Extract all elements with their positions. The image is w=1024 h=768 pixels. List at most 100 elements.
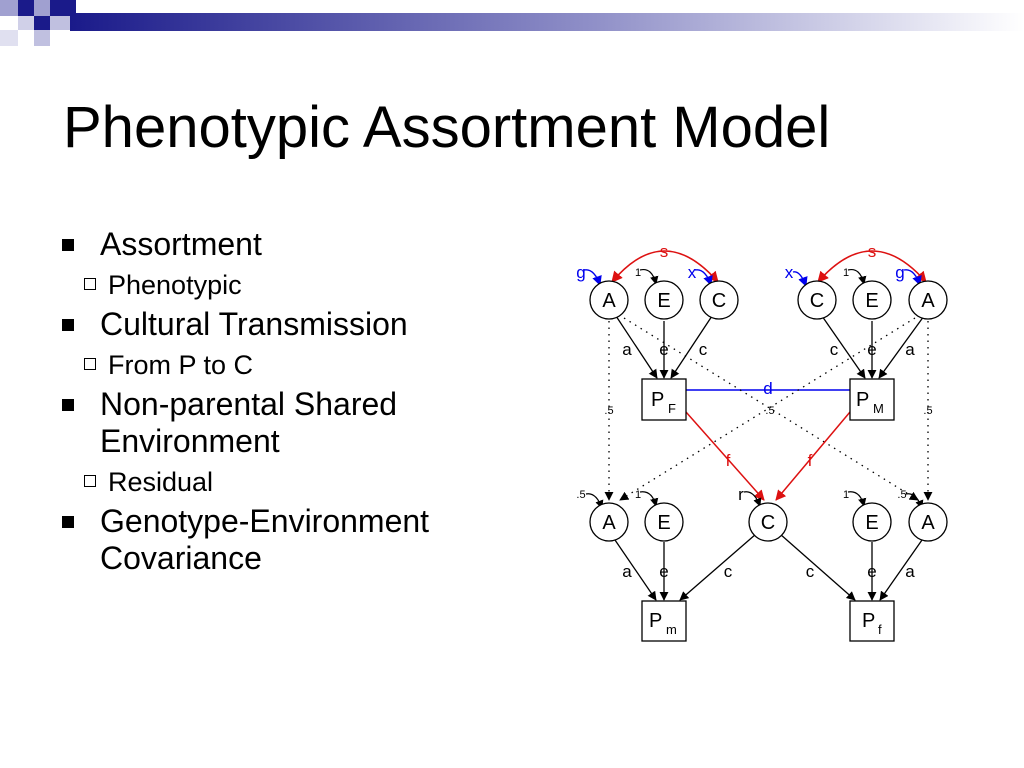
- variance-1-mother: [847, 268, 867, 285]
- node-e-child-m: E: [644, 502, 684, 542]
- label-half-child-m: .5: [576, 489, 585, 501]
- node-a-child-m: A: [589, 502, 629, 542]
- variance-r-child-c: [743, 491, 762, 507]
- phenotype-label: P: [649, 610, 662, 632]
- label-a-child-f: a: [905, 562, 915, 581]
- subbullet-text: Phenotypic: [108, 270, 242, 300]
- bullet-square-icon: [62, 399, 74, 411]
- phenotype-subscript: f: [878, 622, 882, 637]
- phenotype-label: P: [856, 389, 869, 411]
- label-s-mother: s: [868, 242, 877, 261]
- label-a-father: a: [622, 340, 632, 359]
- node-a-child-f: A: [908, 502, 948, 542]
- slide-header-decoration: [0, 0, 1024, 46]
- variance-1-child-m: [639, 491, 659, 507]
- bullet-cultural-transmission: Cultural Transmission: [62, 306, 532, 343]
- slide-title: Phenotypic Assortment Model: [63, 95, 831, 160]
- variance-1-child-f: [847, 491, 867, 507]
- node-a-mother: A: [908, 280, 948, 320]
- node-a-father: A: [589, 280, 629, 320]
- label-a-child-m: a: [622, 562, 632, 581]
- label-s-father: s: [660, 242, 669, 261]
- path-a-child-f: [879, 539, 923, 601]
- node-label: E: [657, 290, 670, 312]
- label-1-mother: 1: [843, 267, 849, 279]
- node-label: E: [865, 290, 878, 312]
- label-half-center: .5: [765, 405, 774, 417]
- bullet-text: Cultural Transmission: [100, 306, 408, 342]
- path-c-child-m: [679, 533, 757, 601]
- node-e-mother: E: [852, 280, 892, 320]
- label-a-mother: a: [905, 340, 915, 359]
- variance-1-father: [639, 268, 659, 285]
- subbullet-hollow-square-icon: [84, 358, 96, 370]
- label-r: r: [738, 485, 744, 504]
- label-half-child-f: .5: [897, 489, 906, 501]
- cultural-transmission-f-mother: [775, 411, 851, 501]
- label-c-child-f: c: [806, 562, 815, 581]
- variance-g-mother: [903, 269, 922, 286]
- bullet-text: Non-parental Shared Environment: [100, 386, 398, 459]
- subbullet-hollow-square-icon: [84, 278, 96, 290]
- bullet-text: Assortment: [100, 226, 262, 262]
- label-f-mother: f: [808, 451, 813, 470]
- node-label: E: [865, 512, 878, 534]
- variance-x-father: [694, 269, 713, 286]
- label-e-child-m: e: [659, 562, 668, 581]
- bullet-square-icon: [62, 239, 74, 251]
- label-e-father: e: [659, 340, 668, 359]
- label-e-child-f: e: [867, 562, 876, 581]
- phenotype-subscript: M: [873, 401, 884, 416]
- path-diagram: A E C C E A A E C E A P F P M P m P: [576, 242, 948, 642]
- bullet-square-icon: [62, 319, 74, 331]
- subbullet-residual: Residual: [62, 466, 532, 498]
- label-1-father: 1: [635, 267, 641, 279]
- subbullet-phenotypic: Phenotypic: [62, 269, 532, 301]
- subbullet-from-p-to-c: From P to C: [62, 349, 532, 381]
- path-a-father: [615, 315, 658, 379]
- bullet-non-parental-shared-environment: Non-parental Shared Environment: [62, 386, 532, 460]
- path-a-child-m: [614, 539, 657, 601]
- label-1-child-f: 1: [843, 489, 849, 501]
- variance-x-mother: [792, 271, 808, 287]
- phenotype-subscript: F: [668, 401, 676, 416]
- phenotype-label: P: [862, 610, 875, 632]
- label-half-left: .5: [604, 405, 613, 417]
- node-c-father: C: [699, 280, 739, 320]
- label-1-child-m: 1: [635, 489, 641, 501]
- node-e-child-f: E: [852, 502, 892, 542]
- label-x-mother: x: [785, 263, 794, 282]
- label-f-father: f: [726, 451, 731, 470]
- label-half-right: .5: [923, 405, 932, 417]
- assortment-path-mother: [817, 250, 927, 283]
- node-label: C: [810, 290, 824, 312]
- label-d: d: [763, 379, 772, 398]
- bullet-list: Assortment Phenotypic Cultural Transmiss…: [62, 226, 532, 577]
- label-c-child-m: c: [724, 562, 733, 581]
- label-e-mother: e: [867, 340, 876, 359]
- node-label: A: [921, 512, 935, 534]
- node-c-child-shared: C: [748, 502, 788, 542]
- node-e-father: E: [644, 280, 684, 320]
- phenotype-subscript: m: [666, 622, 677, 637]
- phenotype-label: P: [651, 389, 664, 411]
- subbullet-hollow-square-icon: [84, 475, 96, 487]
- phenotype-box-child-m: P m: [641, 600, 687, 642]
- node-label: A: [921, 290, 935, 312]
- label-x-father: x: [688, 263, 697, 282]
- variance-g-father: [583, 269, 602, 286]
- cultural-transmission-f-father: [685, 411, 765, 501]
- phenotype-box-child-f: P f: [849, 600, 895, 642]
- bullet-square-icon: [62, 516, 74, 528]
- label-g-mother: g: [895, 263, 904, 282]
- assortment-path-father: [611, 250, 719, 283]
- path-c-father: [670, 315, 713, 379]
- phenotype-box-mother: P M: [849, 378, 895, 421]
- node-label: C: [712, 290, 726, 312]
- path-c-child-f: [779, 533, 856, 601]
- node-c-mother: C: [797, 280, 837, 320]
- bullet-text: Genotype-Environment Covariance: [100, 503, 430, 576]
- subbullet-text: From P to C: [108, 350, 254, 380]
- bullet-genotype-environment-covariance: Genotype-Environment Covariance: [62, 503, 532, 577]
- path-a-mother: [878, 315, 925, 379]
